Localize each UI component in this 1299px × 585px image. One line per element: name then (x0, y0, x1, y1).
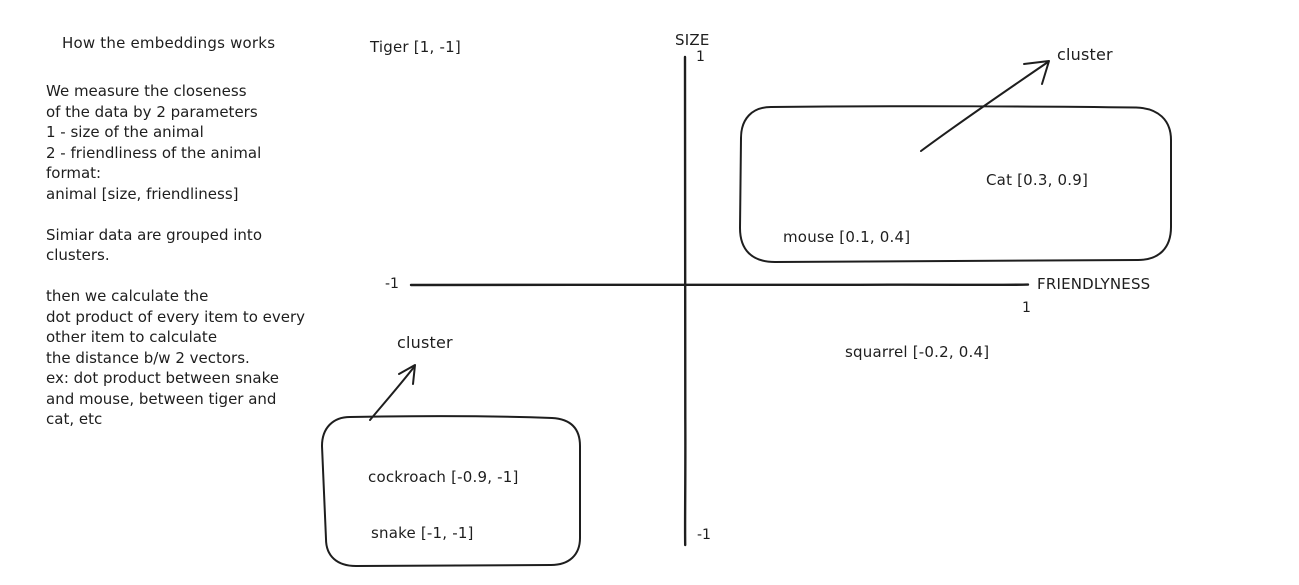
point-label-mouse: mouse [0.1, 0.4] (783, 228, 911, 246)
notes-line: other item to calculate (46, 328, 218, 346)
notes-line: We measure the closeness (46, 82, 247, 100)
point-label-cockroach: cockroach [-0.9, -1] (368, 468, 519, 486)
x-axis-max: 1 (1022, 300, 1031, 316)
notes-line (46, 266, 356, 287)
notes-line: then we calculate the (46, 287, 209, 305)
point-label-squirrel: squarrel [-0.2, 0.4] (845, 343, 990, 361)
cluster-box-top (739, 105, 1172, 263)
cluster-box-bottom (321, 415, 581, 567)
notes-line: Simiar data are grouped into (46, 225, 262, 244)
y-axis-min: -1 (697, 527, 711, 543)
point-label-cat: Cat [0.3, 0.9] (986, 171, 1089, 189)
notes-title: How the embeddings works (62, 34, 276, 52)
notes-line: ex: dot product between snake (46, 369, 279, 387)
notes-line: cat, etc (46, 410, 103, 428)
cluster-label-top: cluster (1057, 45, 1113, 64)
arrow-top-head (1023, 60, 1050, 85)
notes-line: clusters. (46, 246, 110, 264)
arrow-bottom-head (398, 364, 416, 385)
x-axis-label: FRIENDLYNESS (1037, 275, 1151, 293)
notes-line: and mouse, between tiger and (46, 389, 277, 408)
y-axis-label: SIZE (675, 31, 710, 49)
arrow-bottom-shaft (369, 366, 415, 421)
notes-line: of the data by 2 parameters (46, 102, 258, 121)
y-axis-max: 1 (696, 49, 705, 65)
notes-body: We measure the closeness of the data by … (46, 81, 356, 430)
point-label-tiger: Tiger [1, -1] (370, 38, 461, 56)
notes-line: dot product of every item to every (46, 307, 306, 326)
x-axis-min: -1 (385, 276, 399, 292)
cluster-label-bottom: cluster (397, 333, 453, 352)
notes-line: format: (46, 164, 102, 182)
notes-line: 2 - friendliness of the animal (46, 143, 262, 162)
notes-line: animal [size, friendliness] (46, 184, 239, 203)
notes-line: the distance b/w 2 vectors. (46, 348, 250, 367)
notes-line: 1 - size of the animal (46, 123, 204, 141)
notes-line (46, 204, 356, 225)
point-label-snake: snake [-1, -1] (371, 524, 474, 542)
arrow-top-shaft (920, 61, 1049, 152)
